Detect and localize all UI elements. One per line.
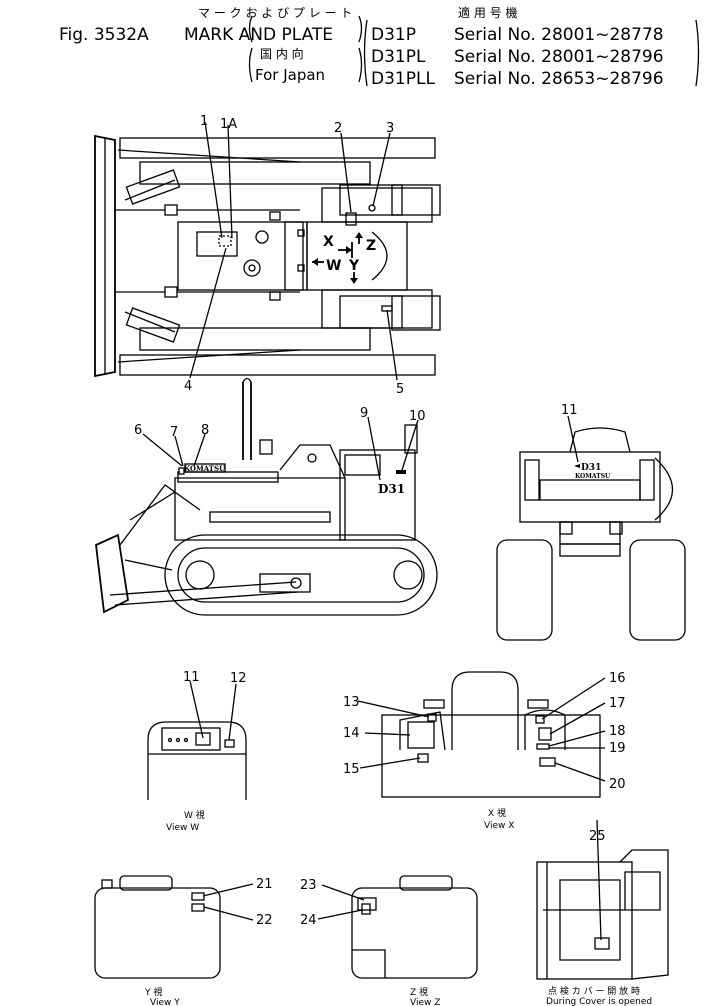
callout-13: 12 (230, 671, 247, 686)
view-w: W 視 View W (147, 680, 247, 833)
view-y-en: View Y (150, 998, 180, 1006)
callout-5: 5 (396, 382, 404, 397)
applicable-jp: 適 用 号 機 (458, 5, 517, 20)
callout-2: 2 (334, 121, 342, 136)
serial-model-1: D31P (371, 25, 416, 45)
callout-6: 6 (134, 423, 142, 438)
callout-20: 19 (609, 741, 626, 756)
view-y: Y 視 View Y (94, 875, 254, 1006)
view-z-en: View Z (410, 998, 440, 1006)
view-w-marker: W (326, 258, 341, 274)
title-jp: マ ー ク お よ び プ レ ー ト (198, 6, 352, 20)
callout-1a: 1A (220, 117, 237, 132)
callout-22: 21 (256, 877, 273, 892)
komatsu-mark-rear: KOMATSU (575, 473, 611, 480)
callout-8: 8 (201, 423, 209, 438)
for-japan-jp: 国 内 向 (260, 46, 304, 61)
callout-11: 11 (561, 403, 578, 418)
fig-label: Fig. 3532A (59, 25, 149, 45)
callout-3: 3 (386, 121, 394, 136)
callout-17: 16 (609, 671, 626, 686)
komatsu-mark-side: KOMATSU (184, 464, 225, 473)
callout-18: 17 (609, 696, 626, 711)
view-cover-en: During Cover is opened (546, 997, 652, 1006)
view-cover-open: 点 検 カ バ ー 開 放 時 During Cover is opened (536, 819, 669, 1006)
header: マ ー ク お よ び プ レ ー ト Fig. 3532A MARK AND … (59, 5, 700, 89)
serial-model-2: D31PL (371, 47, 426, 67)
view-direction-markers: X W Y Z (312, 232, 376, 284)
callout-10: 10 (409, 409, 426, 424)
view-z-marker: Z (366, 238, 376, 254)
serial-range-3: Serial No. 28653~28796 (454, 69, 664, 89)
callout-26: 25 (589, 829, 606, 844)
callout-24: 23 (300, 878, 317, 893)
view-cover-jp: 点 検 カ バ ー 開 放 時 (548, 985, 640, 997)
serial-model-3: D31PLL (371, 69, 435, 89)
callout-21: 20 (609, 777, 626, 792)
view-w-en: View W (166, 823, 199, 833)
view-x: X 視 View X (357, 671, 606, 831)
callout-14: 13 (343, 695, 360, 710)
top-view: X W Y Z (94, 121, 441, 381)
callout-7: 7 (170, 425, 178, 440)
callout-1: 1 (200, 114, 208, 129)
title-en: MARK AND PLATE (184, 25, 333, 45)
rear-view: D31 KOMATSU (496, 415, 686, 641)
serial-range-2: Serial No. 28001~28796 (454, 47, 664, 67)
callout-25: 24 (300, 913, 317, 928)
model-mark-side: D31 (378, 482, 405, 496)
side-view: KOMATSU D31 (95, 377, 438, 616)
callout-12: 11 (183, 670, 200, 685)
serial-range-1: Serial No. 28001~28778 (454, 25, 664, 45)
callout-16: 15 (343, 762, 360, 777)
model-mark-rear: D31 (581, 463, 601, 473)
for-japan-en: For Japan (255, 66, 325, 84)
view-x-marker: X (323, 234, 334, 250)
view-x-jp: X 視 (488, 807, 506, 819)
view-x-en: View X (484, 821, 514, 831)
view-y-jp: Y 視 (144, 986, 162, 998)
view-w-jp: W 視 (184, 809, 205, 821)
callout-4: 4 (184, 379, 192, 394)
callout-15: 14 (343, 726, 360, 741)
callout-9: 9 (360, 406, 368, 421)
view-y-marker: Y (348, 258, 360, 274)
view-z: Z 視 View Z (317, 875, 478, 1006)
view-z-jp: Z 視 (410, 986, 428, 998)
callout-19: 18 (609, 724, 626, 739)
callout-23: 22 (256, 913, 273, 928)
callout-numbers: 1 1A 2 3 4 5 6 7 8 9 10 11 11 12 13 14 1… (134, 114, 626, 928)
